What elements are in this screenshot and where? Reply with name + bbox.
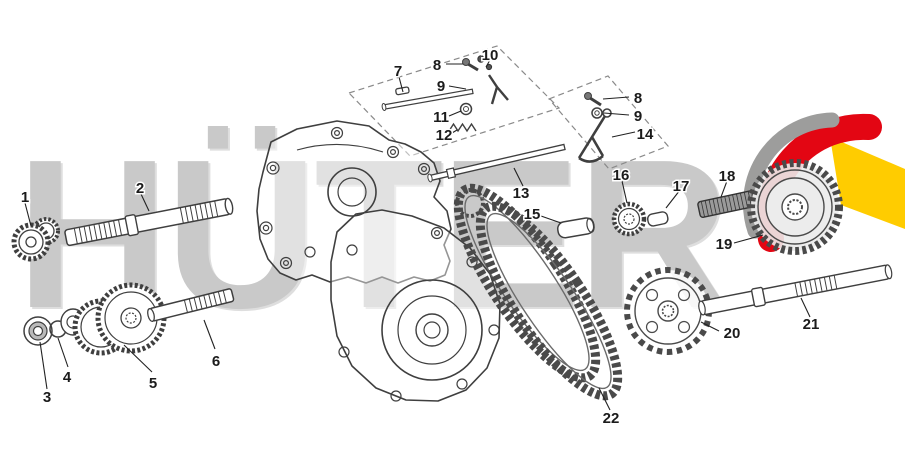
leader-10 (485, 59, 491, 68)
part-8-bolt (462, 58, 479, 72)
leader-9b (603, 112, 630, 116)
part-8-bolt-2 (584, 92, 602, 107)
leader-19 (733, 234, 764, 244)
part-label-9: 9 (437, 78, 445, 95)
part-label-21: 21 (803, 316, 820, 333)
part-19-primary-gear (747, 159, 843, 255)
part-10-fasteners (477, 55, 493, 71)
part-label-8b: 8 (634, 90, 642, 107)
cover-hub-hole (423, 321, 441, 339)
crankcase-housing-drawing (256, 120, 501, 402)
leader-17 (665, 189, 681, 209)
leader-1 (24, 202, 32, 227)
leader-14 (611, 131, 636, 138)
part-number-labels: 1 2 3 4 5 6 7 8 9 10 11 12 8 9 13 14 15 … (19, 46, 821, 429)
leader-6 (203, 319, 216, 350)
part-label-18: 18 (719, 168, 736, 185)
leader-lines (24, 59, 811, 411)
part-label-3: 3 (43, 389, 51, 406)
leader-2 (140, 193, 150, 212)
leader-22 (598, 387, 611, 411)
leader-12 (451, 129, 458, 134)
leader-21 (800, 297, 811, 318)
part-label-8: 8 (433, 57, 441, 74)
part-13-shift-rod (427, 143, 566, 183)
leader-11 (448, 110, 462, 117)
part-label-1: 1 (21, 189, 29, 206)
part-label-16: 16 (613, 167, 630, 184)
part-label-6: 6 (212, 353, 220, 370)
logo-gray-shape (743, 112, 840, 239)
logo-yellow-shape (830, 137, 905, 229)
part-label-7: 7 (394, 63, 402, 80)
part-3-bushing (23, 316, 53, 346)
part-12-spring (448, 122, 477, 133)
leader-5 (123, 344, 153, 373)
housing-side-cover (330, 209, 501, 402)
leader-16 (621, 180, 628, 204)
leader-20 (700, 321, 720, 332)
cover-hub-center (415, 313, 449, 347)
leader-9 (448, 85, 467, 90)
part-label-14: 14 (637, 126, 654, 143)
callout-boxes (347, 45, 670, 170)
part-label-13: 13 (513, 185, 530, 202)
housing-bolt-holes (259, 126, 500, 402)
part-22-drive-chain (453, 183, 623, 401)
shift-pawl-drawing (488, 74, 509, 105)
part-9-washer-2 (591, 107, 603, 119)
housing-bore (327, 167, 377, 217)
housing-detail-line (296, 143, 384, 153)
housing-upper-body (256, 120, 452, 284)
part-11-washer (459, 102, 473, 116)
part-label-19: 19 (716, 236, 733, 253)
part-20-sprocket (624, 267, 712, 355)
housing-bore-inner (337, 177, 367, 207)
part-label-20: 20 (724, 325, 741, 342)
cover-hub-ring (397, 295, 467, 365)
leader-3 (39, 341, 48, 390)
part-label-22: 22 (603, 410, 620, 427)
part-1-gear (11, 217, 60, 262)
part-label-15: 15 (524, 206, 541, 223)
part-21-output-shaft (698, 264, 893, 316)
part-label-10: 10 (482, 47, 499, 64)
part-label-9b: 9 (634, 108, 642, 125)
leader-18 (720, 180, 728, 198)
leader-13 (513, 167, 524, 187)
leader-15 (540, 215, 562, 224)
part-5-gear-cluster (60, 282, 167, 356)
leader-7 (398, 76, 404, 93)
part-label-4: 4 (63, 369, 72, 386)
part-16-gear (611, 201, 647, 237)
part-label-5: 5 (149, 375, 157, 392)
callout-box-shift-arm (547, 75, 670, 170)
part-2-mainshaft (64, 197, 234, 247)
part-label-11: 11 (433, 109, 449, 126)
part-label-12: 12 (436, 127, 453, 144)
leader-4 (57, 337, 69, 368)
cover-hub (381, 279, 483, 381)
part-9-shift-shaft (381, 88, 474, 112)
part-label-17: 17 (673, 178, 690, 195)
callout-box-shift-mechanism (347, 45, 561, 157)
part-17-collar (646, 211, 669, 227)
part-15-spacer (556, 217, 595, 239)
part-6-countershaft (147, 288, 235, 322)
leader-8b (602, 96, 630, 100)
part-label-2: 2 (136, 180, 144, 197)
